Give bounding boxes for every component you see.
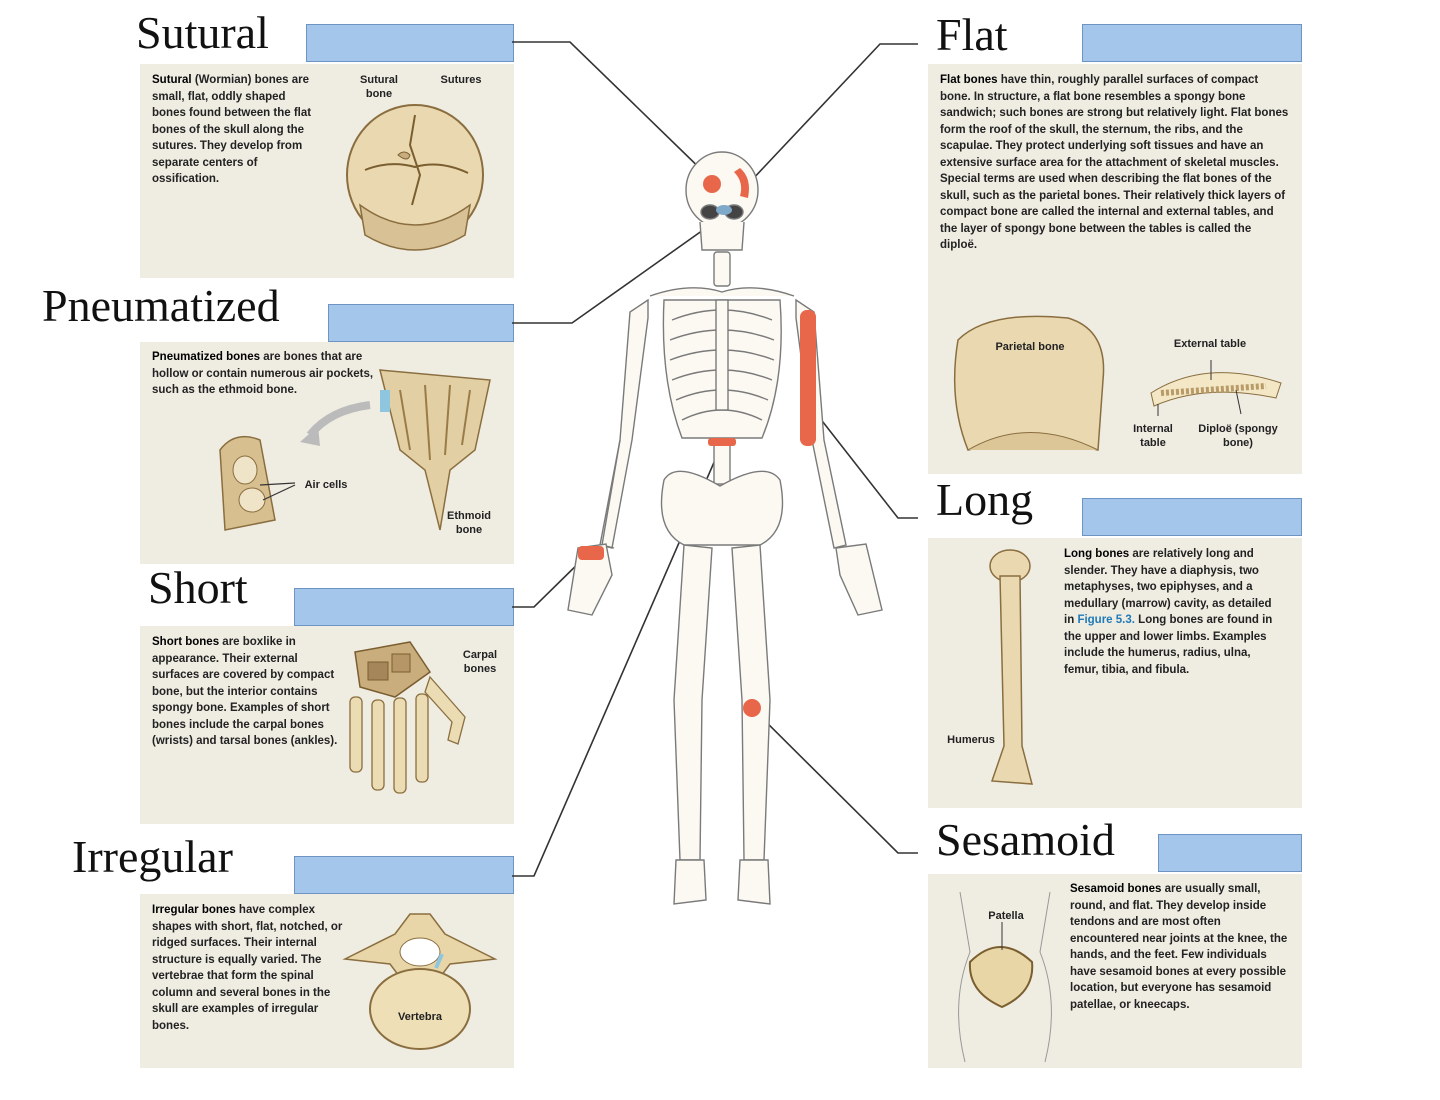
leader-long [811,407,918,519]
heading-long: Long [936,474,1034,525]
heading-sesamoid: Sesamoid [936,814,1115,865]
leader-short [512,551,591,608]
term-pneumatized: Pneumatized bones [152,351,260,363]
leader-irregular [512,443,723,877]
answer-box-pneumatized[interactable] [328,304,514,342]
desc-sutural: Sutural (Wormian) bones are small, flat,… [152,72,312,188]
text-irregular: have complex shapes with short, flat, no… [152,904,343,1032]
text-sesamoid: are usually small, round, and flat. They… [1070,883,1288,1011]
term-flat: Flat bones [940,74,998,86]
text-long-1: are relatively long and slender. They ha… [1064,548,1272,626]
label-external-table: External table [1173,338,1247,350]
answer-box-sutural[interactable] [306,24,514,62]
text-long-2: Long bones are found in the upper and lo… [1064,614,1273,676]
answer-box-flat[interactable] [1082,24,1302,62]
heading-short: Short [148,562,248,613]
highlight-pneumatized [716,205,732,215]
highlight-sesamoid-patella [743,699,761,717]
vertebra-illustration [342,913,498,1050]
humerus-illustration [989,549,1033,785]
term-irregular: Irregular bones [152,904,236,916]
heading-pneumatized: Pneumatized [42,280,280,331]
desc-sesamoid: Sesamoid bones are usually small, round,… [1070,881,1292,1013]
highlight-flat-skull [734,168,749,198]
highlight-short-carpals [578,546,604,560]
highlight-long-humerus [800,310,816,446]
desc-flat: Flat bones have thin, roughly parallel s… [940,72,1290,254]
hand-bones-illustration [349,641,466,794]
desc-pneumatized: Pneumatized bones are bones that are hol… [152,349,382,399]
label-carpal-bones: Carpal bones [462,649,498,675]
text-pneumatized: are bones that are hollow or contain num… [152,351,374,396]
term-sutural: Sutural [152,74,192,86]
highlight-sutural [703,175,721,193]
heading-sutural: Sutural [136,7,269,58]
skeleton-figure [567,151,883,905]
figure-link[interactable]: Figure 5.3. [1077,614,1135,626]
text-flat: have thin, roughly parallel surfaces of … [940,74,1289,251]
term-long: Long bones [1064,548,1130,560]
desc-irregular: Irregular bones have complex shapes with… [152,902,348,1034]
panel-long [928,538,1302,808]
answer-box-sesamoid[interactable] [1158,834,1302,872]
desc-short: Short bones are boxlike in appearance. T… [152,634,344,750]
answer-box-long[interactable] [1082,498,1302,536]
label-humerus: Humerus [947,734,995,746]
skull-illustration [346,104,484,251]
label-air-cells: Air cells [304,479,348,491]
label-internal-table: Internal table [1133,423,1173,449]
text-sutural: (Wormian) bones are small, flat, oddly s… [152,74,312,185]
leader-lines [512,41,918,877]
heading-irregular: Irregular [72,831,233,882]
highlight-irregular-vertebra [708,438,736,446]
label-sutures: Sutures [440,74,482,86]
label-parietal-bone: Parietal bone [995,341,1065,353]
label-sutural-bone: Sutural bone [360,74,398,100]
bone-layers-illustration [1150,360,1282,416]
term-short: Short bones [152,636,220,648]
leader-pneumatized [512,217,721,324]
leader-flat [749,43,918,183]
text-short: are boxlike in appearance. Their externa… [152,636,338,747]
answer-box-irregular[interactable] [294,856,514,894]
parietal-bone-illustration [953,315,1105,451]
leader-sutural [512,41,715,183]
patella-illustration [958,892,1052,1062]
ethmoid-illustration [219,369,491,531]
label-vertebra: Vertebra [397,1011,443,1023]
answer-box-short[interactable] [294,588,514,626]
heading-flat: Flat [936,9,1008,60]
desc-long: Long bones are relatively long and slend… [1064,546,1282,678]
label-patella: Patella [988,910,1024,922]
highlighted-bones [578,168,816,717]
leader-sesamoid [751,707,918,854]
label-diploe: Diploë (spongy bone) [1198,423,1278,449]
label-ethmoid-bone: Ethmoid bone [447,510,491,536]
term-sesamoid: Sesamoid bones [1070,883,1162,895]
